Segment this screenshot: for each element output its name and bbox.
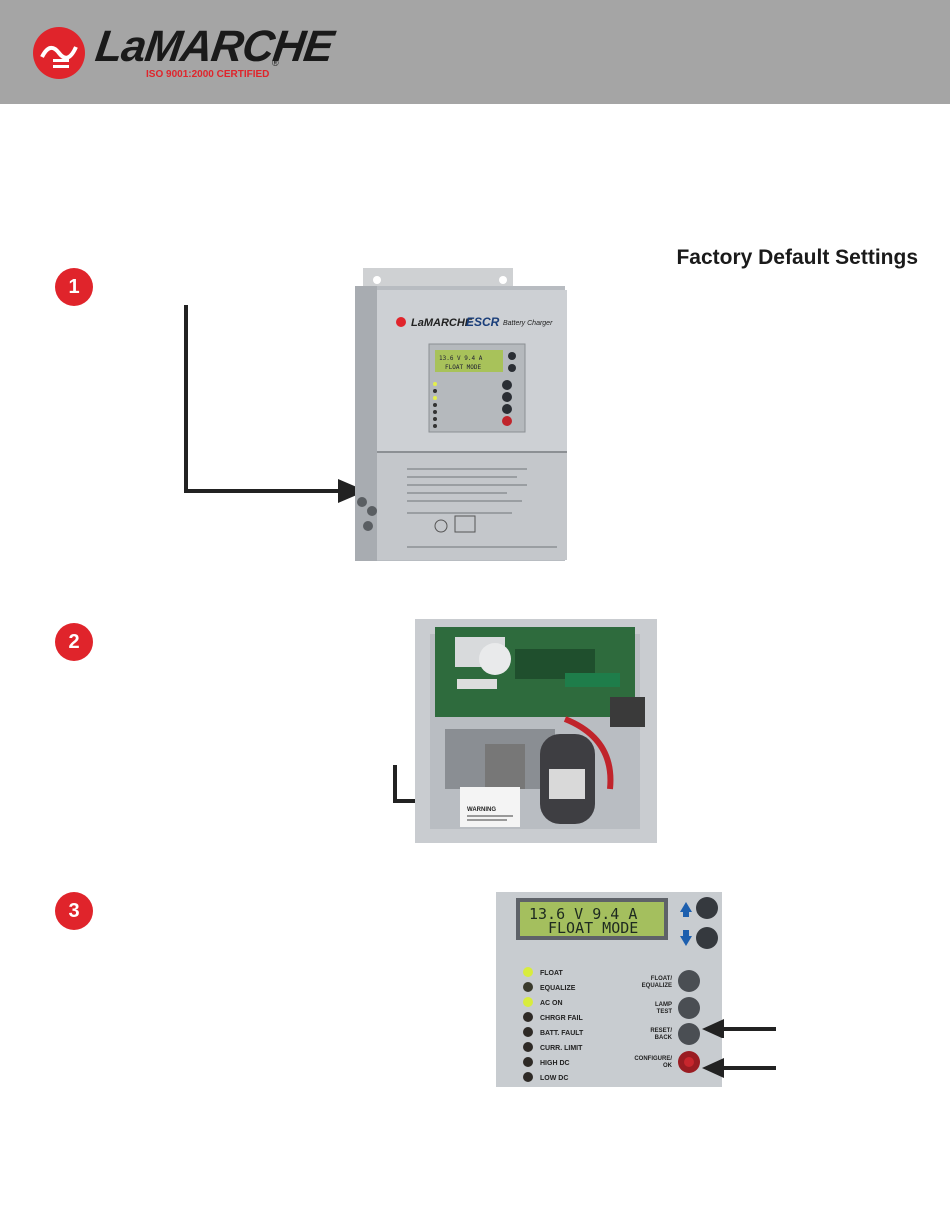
svg-text:FLOAT: FLOAT bbox=[540, 970, 564, 977]
step-badge-2: 2 bbox=[55, 623, 93, 661]
lamarche-logo-icon bbox=[33, 27, 85, 79]
charger-product: Battery Charger bbox=[503, 320, 553, 327]
iso-certification: ISO 9001:2000 CERTIFIED bbox=[146, 69, 269, 80]
svg-text:BATT. FAULT: BATT. FAULT bbox=[540, 1030, 584, 1037]
svg-text:EQUALIZE: EQUALIZE bbox=[642, 983, 672, 989]
panel-lcd-line2: FLOAT MODE bbox=[548, 919, 638, 937]
svg-text:BACK: BACK bbox=[655, 1035, 673, 1041]
svg-text:OK: OK bbox=[663, 1063, 673, 1069]
control-panel-photo: 13.6 V 9.4 A FLOAT MODE FLOAT EQUALIZE A… bbox=[496, 892, 722, 1087]
brand-name: LaMARCHE bbox=[92, 22, 335, 72]
svg-text:FLOAT/: FLOAT/ bbox=[651, 976, 673, 982]
svg-text:CURR. LIMIT: CURR. LIMIT bbox=[540, 1045, 583, 1052]
pointer-arrow-1 bbox=[180, 305, 380, 505]
page-header: LaMARCHE ® ISO 9001:2000 CERTIFIED bbox=[0, 0, 950, 104]
svg-text:HIGH DC: HIGH DC bbox=[540, 1060, 570, 1067]
step-badge-1: 1 bbox=[55, 268, 93, 306]
pointer-arrow-reset bbox=[700, 1018, 780, 1038]
charger-front-photo: LaMARCHE ESCR Battery Charger 13.6 V 9.4… bbox=[355, 268, 575, 564]
pointer-arrow-configure bbox=[700, 1057, 780, 1079]
front-lcd-line2: FLOAT MODE bbox=[445, 364, 482, 371]
front-lcd-line1: 13.6 V 9.4 A bbox=[439, 355, 483, 362]
svg-text:CONFIGURE/: CONFIGURE/ bbox=[634, 1056, 672, 1062]
svg-text:LAMP: LAMP bbox=[655, 1002, 672, 1008]
warning-label: WARNING bbox=[467, 807, 496, 813]
page-title: Factory Default Settings bbox=[676, 246, 918, 270]
svg-text:LOW DC: LOW DC bbox=[540, 1075, 568, 1082]
svg-text:TEST: TEST bbox=[657, 1009, 673, 1015]
charger-model: ESCR bbox=[466, 315, 500, 329]
registered-mark: ® bbox=[272, 58, 279, 68]
svg-text:EQUALIZE: EQUALIZE bbox=[540, 985, 576, 992]
svg-text:CHRGR FAIL: CHRGR FAIL bbox=[540, 1015, 584, 1022]
charger-interior-photo: WARNING bbox=[415, 619, 657, 843]
svg-text:AC ON: AC ON bbox=[540, 1000, 563, 1007]
svg-text:RESET/: RESET/ bbox=[650, 1028, 672, 1034]
charger-brand: LaMARCHE bbox=[411, 317, 473, 329]
step-badge-3: 3 bbox=[55, 892, 93, 930]
